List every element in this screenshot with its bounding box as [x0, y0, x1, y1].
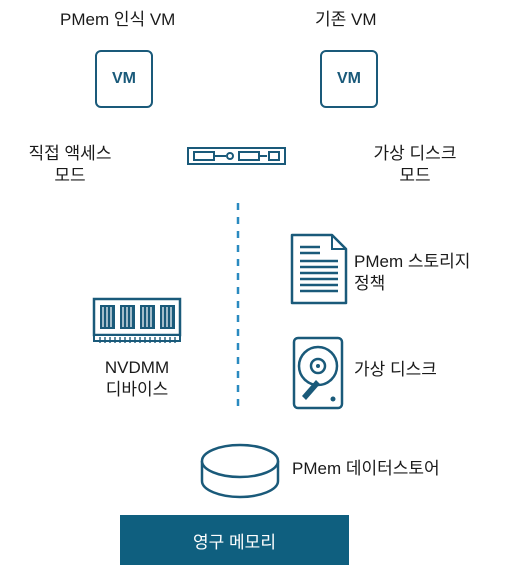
nvdimm-device-line2: 디바이스	[105, 380, 169, 399]
virtual-disk-label: 가상 디스크	[354, 360, 437, 379]
direct-access-mode-label: 직접 액세스 모드	[8, 143, 132, 187]
pmem-datastore-label: PMem 데이터스토어	[292, 459, 440, 478]
pmem-storage-policy-line1: PMem 스토리지	[354, 252, 471, 271]
datastore-icon	[200, 443, 280, 499]
memory-module-icon	[92, 297, 182, 343]
pmem-storage-policy-label: PMem 스토리지 정책	[354, 251, 470, 295]
persistent-memory-label: 영구 메모리	[193, 532, 276, 552]
nvdimm-device-label: NVDMM 디바이스	[87, 357, 187, 401]
vm-legacy-title: 기존 VM	[315, 10, 377, 29]
vm-pmem-box-label: VM	[112, 70, 136, 87]
vm-legacy-box-label: VM	[337, 70, 361, 87]
document-icon	[290, 233, 348, 305]
virtual-disk-mode-line2: 모드	[399, 166, 431, 185]
nvdimm-device-line1: NVDMM	[104, 358, 170, 377]
vm-pmem-box: VM	[95, 50, 153, 108]
server-icon	[187, 147, 286, 165]
hard-disk-icon	[292, 336, 344, 410]
pmem-storage-policy-line2: 정책	[354, 274, 386, 293]
virtual-disk-mode-line1: 가상 디스크	[373, 144, 457, 163]
vm-legacy-box: VM	[320, 50, 378, 108]
direct-access-mode-line1: 직접 액세스	[28, 144, 112, 163]
vm-pmem-title: PMem 인식 VM	[60, 10, 176, 29]
dashed-divider	[236, 203, 240, 409]
virtual-disk-mode-label: 가상 디스크 모드	[355, 143, 475, 187]
persistent-memory-bar: 영구 메모리	[120, 515, 349, 565]
direct-access-mode-line2: 모드	[54, 166, 86, 185]
